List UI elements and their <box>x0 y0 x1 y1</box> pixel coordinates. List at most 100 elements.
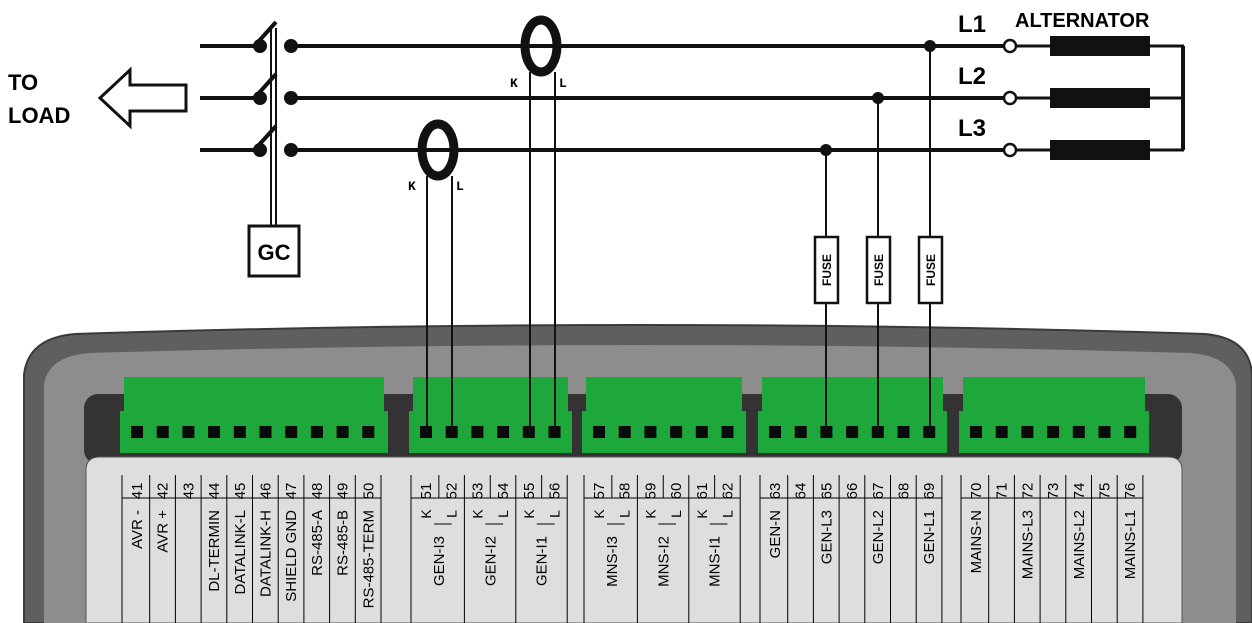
winding-l1 <box>1050 36 1150 56</box>
terminal-number-52: 52 <box>444 483 461 500</box>
terminal-number-68: 68 <box>896 483 913 500</box>
terminal-number-48: 48 <box>309 483 326 500</box>
terminal-name-69: GEN-L1 <box>921 510 938 564</box>
terminal-pin-mains-current-3 <box>644 426 657 438</box>
terminal-pair-name-gen-i3: GEN-I3 <box>431 536 448 586</box>
terminal-number-74: 74 <box>1071 483 1088 500</box>
terminal-pin-control-7 <box>285 426 298 438</box>
terminal-pin-control-6 <box>259 426 272 438</box>
terminal-name-72: MAINS-L3 <box>1019 510 1036 579</box>
fuse-label-l1: FUSE <box>924 254 938 286</box>
connector-plug-mains-voltage <box>963 377 1145 411</box>
fuse-l1: FUSE <box>917 235 944 305</box>
terminal-k-label: K <box>521 509 537 519</box>
terminal-number-64: 64 <box>793 483 810 500</box>
to-load-line-2: LOAD <box>8 103 70 128</box>
terminal-pin-control-1 <box>131 426 143 438</box>
ct-l3-k-label: K <box>408 179 416 194</box>
terminal-number-59: 59 <box>642 483 659 500</box>
terminal-name-76: MAINS-L1 <box>1122 510 1139 579</box>
terminal-pin-gen-current-3 <box>471 426 484 438</box>
terminal-pin-mains-voltage-3 <box>1021 426 1034 438</box>
terminal-name-47: SHIELD GND <box>283 510 300 602</box>
terminal-k-label: K <box>418 509 434 519</box>
ct-l1-l-label: L <box>559 76 567 91</box>
terminal-pin-control-2 <box>156 426 169 438</box>
terminal-number-54: 54 <box>495 483 512 500</box>
terminal-name-42: AVR + <box>155 510 172 553</box>
terminal-name-45: DATALINK-L <box>232 510 249 594</box>
terminal-name-70: MAINS-N <box>968 510 985 573</box>
contactor-contact-l3-b <box>284 143 298 157</box>
contactor-contact-l2-a <box>253 91 267 105</box>
terminal-number-61: 61 <box>694 483 711 500</box>
winding-l2 <box>1050 88 1150 108</box>
terminal-l-label: L <box>668 510 684 518</box>
ct-l3-l-label: L <box>456 179 464 194</box>
terminal-pin-control-8 <box>310 426 323 438</box>
terminal-number-60: 60 <box>668 483 685 500</box>
contactor-contact-l3-a <box>253 143 267 157</box>
connector-plug-mains-current <box>586 377 742 411</box>
terminal-number-67: 67 <box>870 483 887 500</box>
terminal-label-panel <box>85 456 1183 623</box>
terminal-number-62: 62 <box>720 483 737 500</box>
terminal-number-76: 76 <box>1122 483 1139 500</box>
terminal-l-label: L <box>547 510 563 518</box>
terminal-pin-control-9 <box>336 426 349 438</box>
terminal-number-44: 44 <box>206 483 223 500</box>
bus-lines <box>200 44 1004 152</box>
terminal-pin-gen-voltage-2 <box>794 426 807 438</box>
fuse-l2: FUSE <box>865 235 892 305</box>
terminal-pin-mains-current-1 <box>593 426 605 438</box>
ct-l1-k-label: K <box>510 76 518 91</box>
gc-label: GC <box>258 240 291 265</box>
phase-label-l1: L1 <box>958 11 986 38</box>
connector-socket-gen-current <box>409 411 572 453</box>
to-load-line-1: TO <box>8 70 38 95</box>
fuse-l3: FUSE <box>813 235 840 305</box>
terminal-k-label: K <box>642 509 658 519</box>
terminal-number-66: 66 <box>844 483 861 500</box>
terminal-number-47: 47 <box>283 483 300 500</box>
gc-box <box>247 224 301 278</box>
terminal-number-75: 75 <box>1097 483 1114 500</box>
to-load-arrow: TO LOAD <box>8 66 188 130</box>
terminal-number-53: 53 <box>469 483 486 500</box>
fuse-label-l3: FUSE <box>820 254 834 286</box>
terminal-pair-name-mns-i3: MNS-I3 <box>604 536 621 587</box>
junction-l1 <box>924 40 936 52</box>
fuse-label-l2: FUSE <box>872 254 886 286</box>
contactor-blade-l3 <box>256 124 278 148</box>
terminal-number-65: 65 <box>818 483 835 500</box>
terminal-name-48: RS-485-A <box>309 510 326 576</box>
terminal-pin-control-10 <box>362 426 375 438</box>
terminal-number-45: 45 <box>232 483 249 500</box>
terminal-number-70: 70 <box>968 483 985 500</box>
contactor-blade-l1 <box>256 20 278 44</box>
winding-l3 <box>1050 140 1150 160</box>
terminal-pin-mains-current-5 <box>695 426 708 438</box>
terminal-name-46: DATALINK-H <box>258 510 275 597</box>
terminal-name-65: GEN-L3 <box>818 510 835 564</box>
ct-ring-l3 <box>417 119 459 181</box>
terminal-pin-mains-voltage-7 <box>1124 426 1137 438</box>
terminal-name-49: RS-485-B <box>335 510 352 576</box>
terminal-pin-mains-current-2 <box>618 426 631 438</box>
terminal-name-44: DL-TERMIN <box>206 510 223 592</box>
terminal-name-67: GEN-L2 <box>870 510 887 564</box>
terminal-number-50: 50 <box>360 483 377 500</box>
contactor-contact-l1-b <box>284 39 298 53</box>
terminal-k-label: K <box>694 509 710 519</box>
terminal-pin-control-4 <box>208 426 221 438</box>
contactor-contact-l2-b <box>284 91 298 105</box>
terminal-pin-mains-voltage-5 <box>1072 426 1085 438</box>
connector-plug-gen-current <box>413 377 568 411</box>
terminal-pin-mains-voltage-1 <box>970 426 982 438</box>
terminal-pin-mains-voltage-2 <box>995 426 1008 438</box>
ct-wires <box>426 72 556 432</box>
terminal-name-74: MAINS-L2 <box>1071 510 1088 579</box>
terminal-number-42: 42 <box>155 483 172 500</box>
